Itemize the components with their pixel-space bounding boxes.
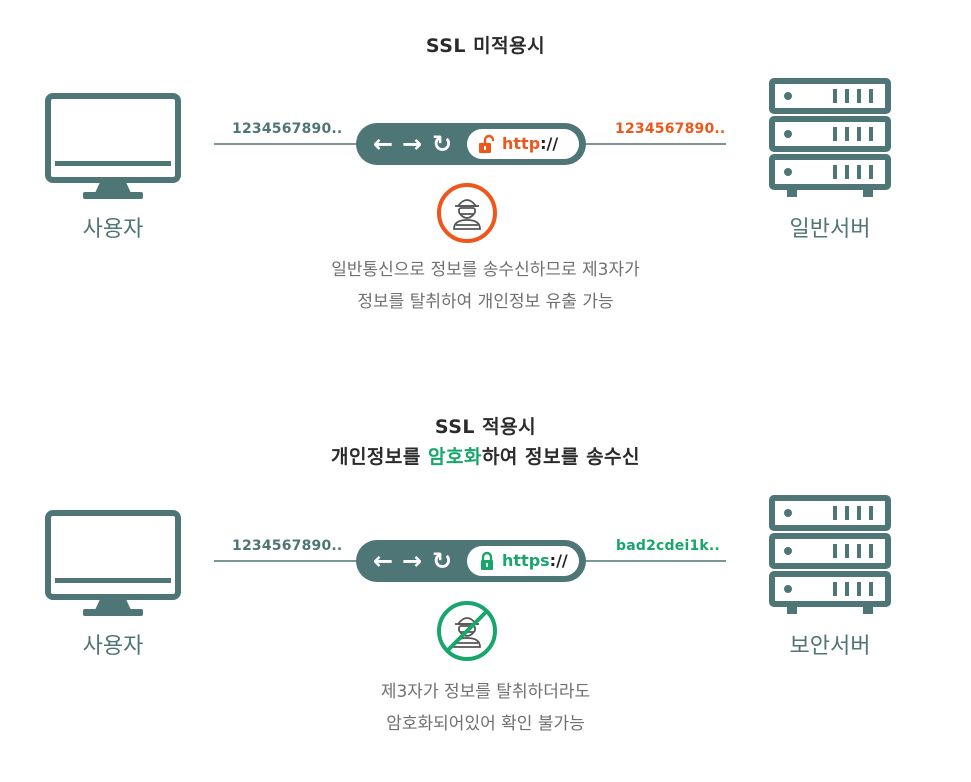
refresh-icon: ↻ <box>431 130 453 158</box>
url-scheme: https <box>502 551 550 570</box>
connection-line-left <box>214 560 364 562</box>
server-data-text: bad2cdei1k.. <box>616 538 720 554</box>
subtitle-post: 하여 정보를 송수신 <box>481 446 641 468</box>
client-label: 사용자 <box>82 634 144 659</box>
url-text: http:// <box>502 129 558 159</box>
unlocked-padlock-icon <box>479 134 495 153</box>
url-field: http:// <box>467 129 579 159</box>
server-data-text: 1234567890.. <box>615 121 726 137</box>
connection-line-left <box>214 143 364 145</box>
server-icon <box>769 78 891 197</box>
server-label: 일반서버 <box>789 217 871 242</box>
url-suffix: :// <box>549 551 568 570</box>
section1-description-line2: 정보를 탈취하여 개인정보 유출 가능 <box>357 292 614 312</box>
section2-description-line1: 제3자가 정보를 탈취하더라도 <box>380 682 591 702</box>
section1-title: SSL 미적용시 <box>425 35 546 57</box>
locked-padlock-icon <box>481 551 493 570</box>
section2-subtitle: 개인정보를 암호화하여 정보를 송수신 <box>0 442 971 469</box>
client-label: 사용자 <box>82 217 144 242</box>
browser-address-bar: ← → ↻ http:// <box>356 123 586 165</box>
hacker-icon <box>437 183 497 243</box>
browser-address-bar: ← → ↻ https:// <box>356 540 586 582</box>
refresh-icon: ↻ <box>431 547 453 575</box>
section1-description-line1: 일반통신으로 정보를 송수신하므로 제3자가 <box>331 260 640 280</box>
monitor-icon <box>45 93 181 199</box>
client-data-text: 1234567890.. <box>232 121 343 137</box>
url-field: https:// <box>467 546 579 576</box>
forward-arrow-icon: → <box>401 130 423 158</box>
section2-description-line2: 암호화되어있어 확인 불가능 <box>386 714 585 734</box>
subtitle-pre: 개인정보를 <box>330 446 428 468</box>
connection-line-right <box>580 143 726 145</box>
url-scheme: http <box>502 134 541 153</box>
subtitle-highlight: 암호화 <box>427 446 482 468</box>
back-arrow-icon: ← <box>372 547 394 575</box>
monitor-icon <box>45 510 181 616</box>
url-text: https:// <box>502 546 568 576</box>
blocked-hacker-icon <box>437 601 497 661</box>
server-label: 보안서버 <box>789 634 871 659</box>
back-arrow-icon: ← <box>372 130 394 158</box>
url-suffix: :// <box>540 134 559 153</box>
forward-arrow-icon: → <box>401 547 423 575</box>
server-icon <box>769 495 891 614</box>
client-data-text: 1234567890.. <box>232 538 343 554</box>
connection-line-right <box>580 560 726 562</box>
section2-title: SSL 적용시 <box>434 416 537 438</box>
